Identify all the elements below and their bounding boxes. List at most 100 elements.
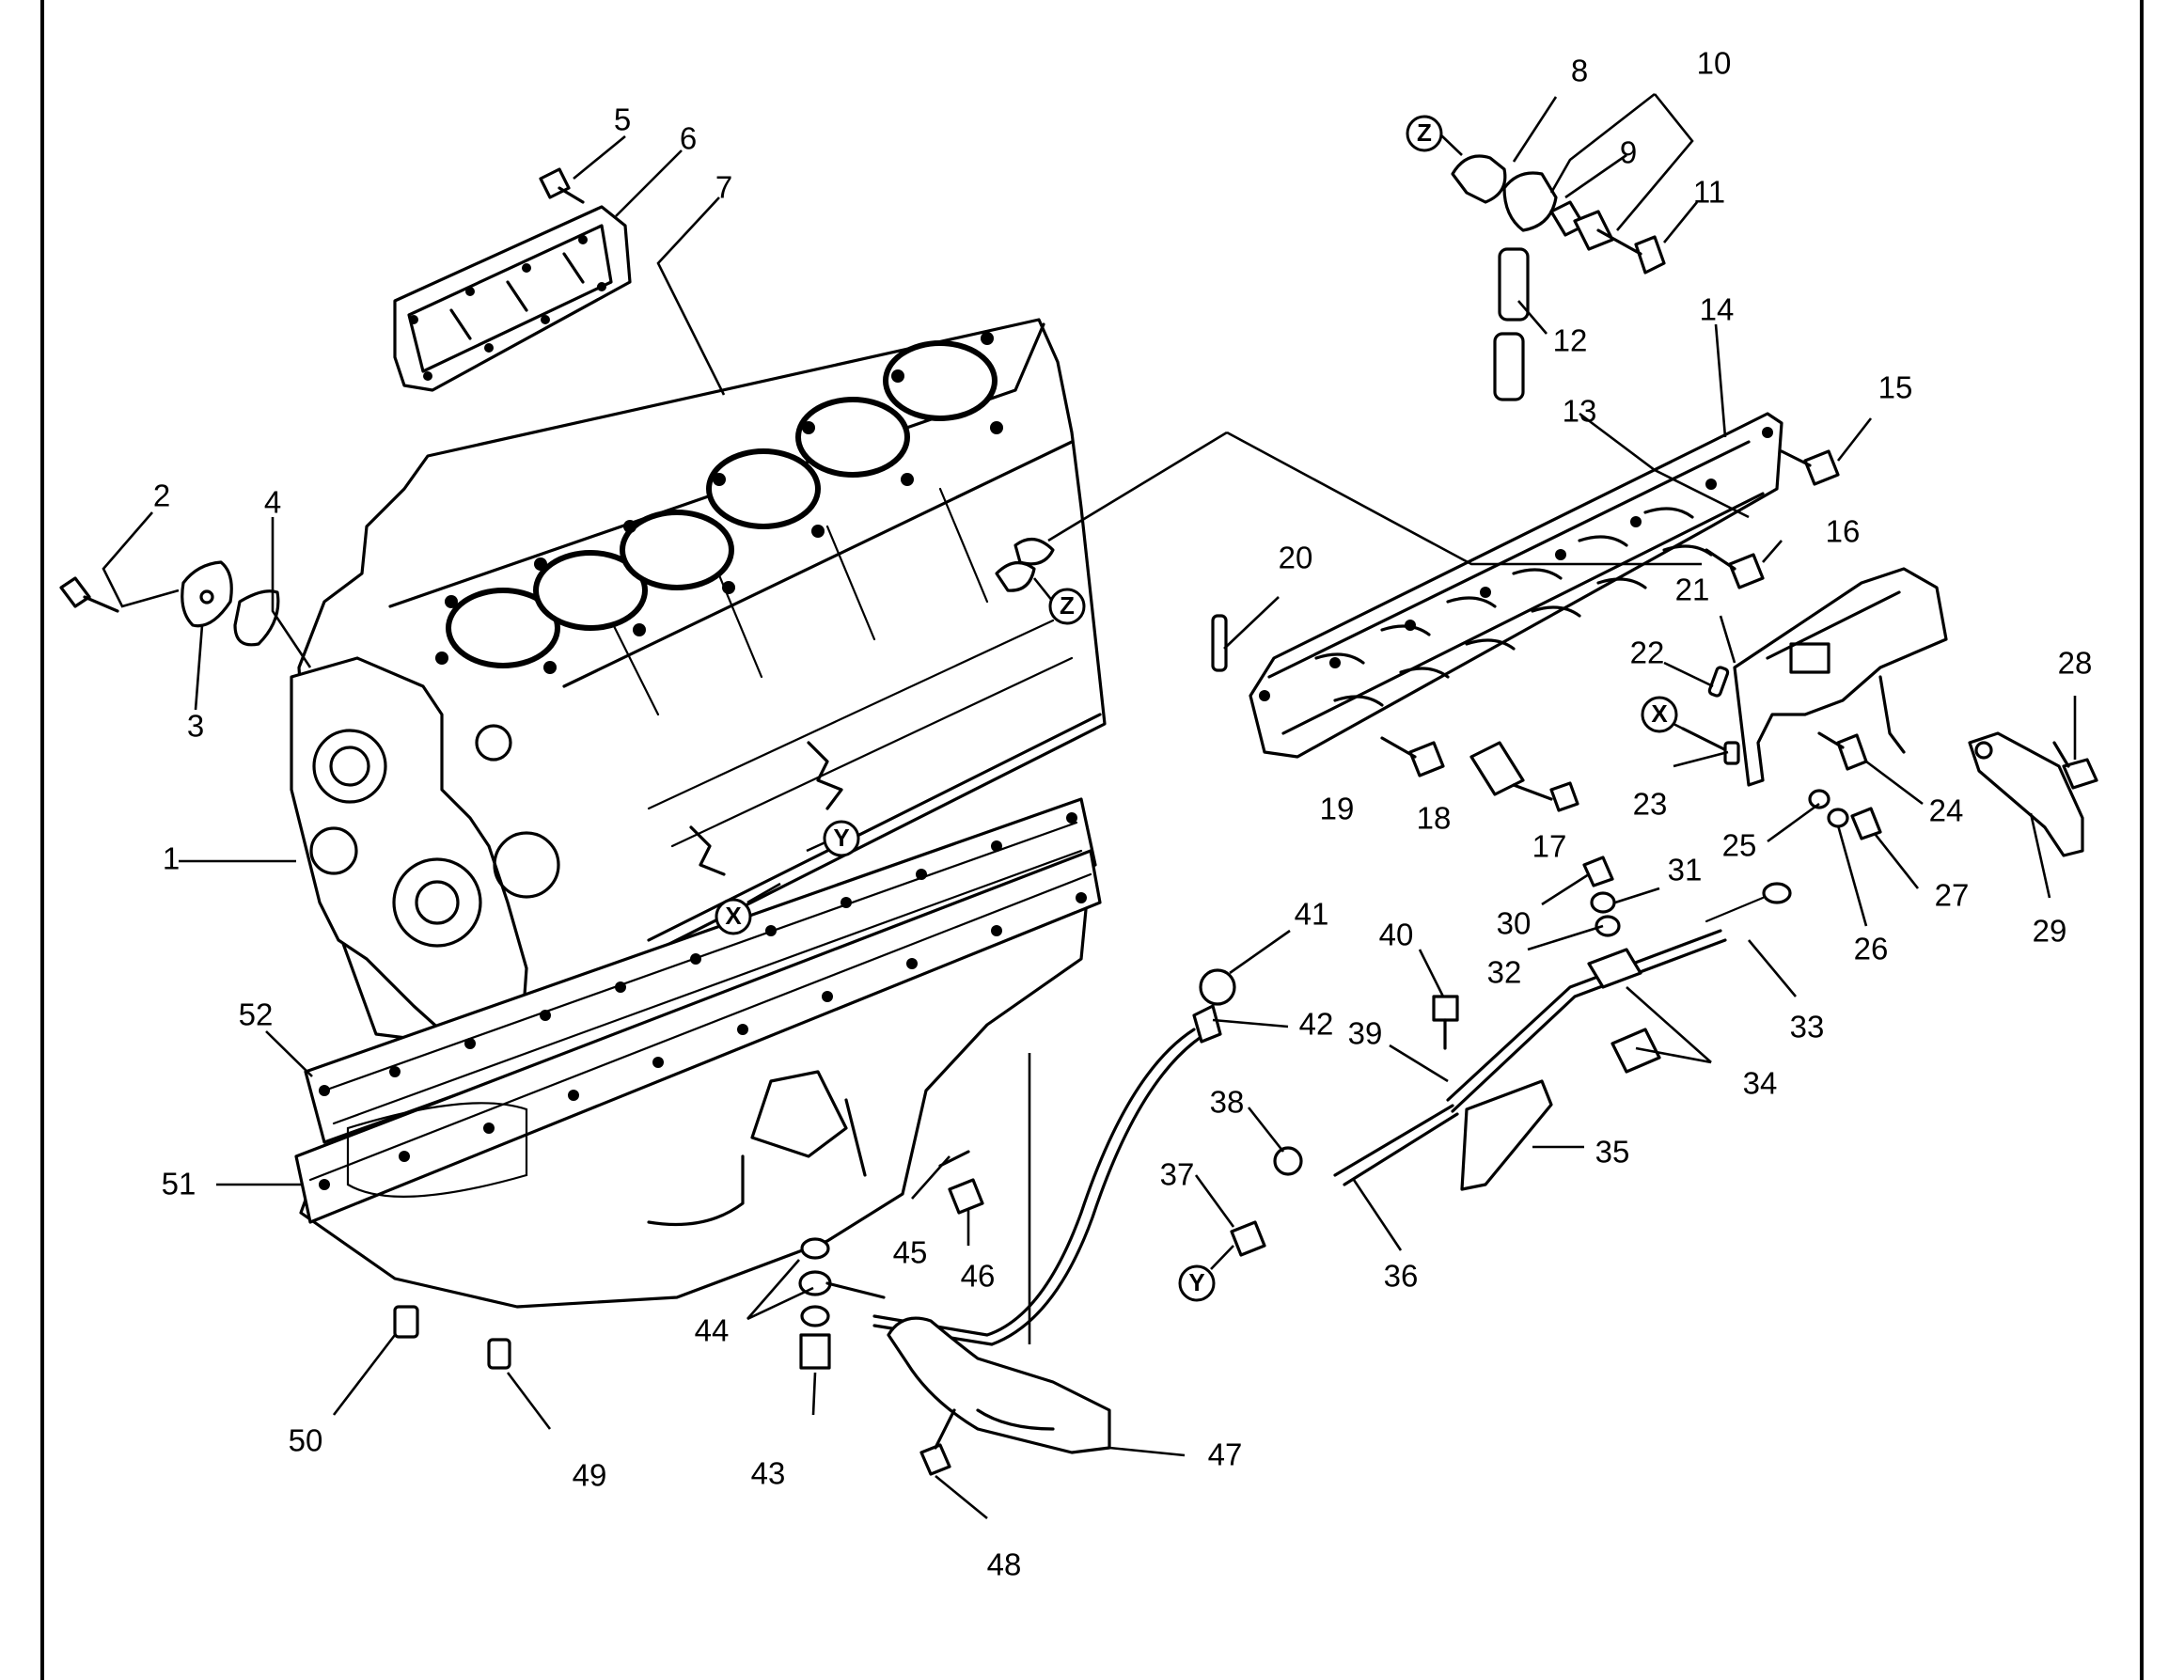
callout-49: 49 [573,1458,607,1493]
engine-mount-bracket [1733,567,1948,787]
drain-plug-stack [798,1237,886,1370]
callout-6: 6 [680,121,697,156]
callout-18: 18 [1417,801,1452,836]
callout-15: 15 [1878,370,1913,405]
callout-4: 4 [264,485,281,520]
ref-marker-z-block: Z [995,561,1086,625]
bolt-49 [487,1338,511,1370]
callout-51: 51 [162,1167,196,1201]
callout-44: 44 [695,1313,730,1348]
callout-3: 3 [187,709,204,744]
bolt-2 [59,576,119,613]
ref-marker-y-block-label: Y [833,824,849,852]
ref-marker-y-tube-label: Y [1188,1268,1204,1296]
callout-39: 39 [1348,1016,1383,1051]
oil-level-gauge [1192,882,1792,1044]
leader-lines [102,92,2077,1520]
plug-18-bolt-17 [1469,741,1579,812]
callout-32: 32 [1487,955,1522,990]
callout-25: 25 [1722,828,1757,863]
callout-11: 11 [1693,175,1725,210]
callout-45: 45 [893,1235,928,1270]
ref-marker-x-block: X [715,882,781,935]
callout-1: 1 [163,841,180,876]
washers-nuts-25-27 [1808,789,1882,840]
ref-marker-x-bracket-label: X [1651,699,1668,728]
callout-47: 47 [1208,1437,1243,1472]
fittings-37-38 [1230,1146,1303,1257]
bolt-50 [393,1305,419,1339]
clip-35 [1460,1079,1553,1191]
callout-29: 29 [2033,914,2067,949]
callout-7: 7 [715,170,732,205]
callout-8: 8 [1571,54,1588,88]
pin-20 [1211,614,1228,672]
oil-pan-assembly [294,797,1102,1309]
callout-43: 43 [751,1456,786,1491]
callout-9: 9 [1620,135,1637,170]
bolt-48 [919,1408,956,1476]
callout-31: 31 [1668,853,1703,887]
callout-10: 10 [1697,46,1732,81]
cover-plate-3 [181,560,233,628]
callout-46: 46 [961,1259,996,1294]
callout-27: 27 [1935,878,1970,913]
callout-23: 23 [1633,787,1668,822]
callout-37: 37 [1160,1157,1195,1192]
callout-41: 41 [1295,897,1329,932]
ref-marker-z-block-label: Z [1060,591,1075,620]
callout-40: 40 [1379,918,1414,952]
ref-marker-y-block: Y [806,820,860,857]
callout-48: 48 [987,1547,1022,1582]
callout-2: 2 [153,479,170,513]
bracket-29 [1968,731,2084,857]
callout-26: 26 [1854,932,1889,966]
ref-marker-z-top-label: Z [1417,118,1432,147]
callout-28: 28 [2058,646,2093,681]
bolt-15 [1780,449,1840,486]
dipstick-tube [872,929,1727,1346]
bolt-16 [1705,548,1765,589]
drain-plug-45-46 [938,1150,984,1215]
side-cover [393,205,632,392]
bolt-24 [1817,731,1868,771]
ref-marker-x-block-label: X [725,902,742,930]
callout-50: 50 [289,1423,323,1458]
stud-22 [1707,666,1730,698]
callout-12: 12 [1553,323,1588,358]
callout-20: 20 [1279,541,1313,575]
callout-19: 19 [1320,792,1355,826]
callout-13: 13 [1563,394,1597,429]
gasket-4 [233,589,280,647]
nuts-30-32 [1582,856,1621,937]
callout-30: 30 [1497,906,1532,941]
ref-marker-z-top: Z [1406,115,1463,156]
callout-16: 16 [1826,514,1861,549]
ref-marker-y-tube: Y [1178,1245,1234,1302]
callout-5: 5 [614,102,631,137]
callout-33: 33 [1790,1010,1825,1044]
intake-manifold-cover [1249,412,1783,759]
callout-24: 24 [1929,793,1964,828]
callout-labels: 1 2 3 4 5 6 7 8 9 10 11 12 13 14 15 16 1… [153,46,2093,1582]
reference-markers: Z Z X X Y Y [715,115,1693,1302]
bolt-5 [539,167,585,204]
callout-14: 14 [1700,292,1735,327]
callout-35: 35 [1595,1135,1630,1170]
bolt-28 [2052,741,2098,790]
bolt-19 [1380,736,1445,777]
water-outlet-housing [1451,154,1666,401]
engine-block [290,318,1107,1055]
callout-52: 52 [239,997,274,1032]
bolt-40 [1432,995,1459,1050]
clamp-34 [1587,948,1661,1074]
callout-21: 21 [1675,573,1710,607]
callout-34: 34 [1743,1066,1778,1101]
callout-36: 36 [1384,1259,1419,1294]
callout-22: 22 [1630,636,1665,670]
ref-marker-x-bracket: X [1641,696,1693,735]
callout-17: 17 [1532,829,1567,864]
oil-strainer [887,1316,1111,1454]
callout-38: 38 [1210,1085,1245,1120]
